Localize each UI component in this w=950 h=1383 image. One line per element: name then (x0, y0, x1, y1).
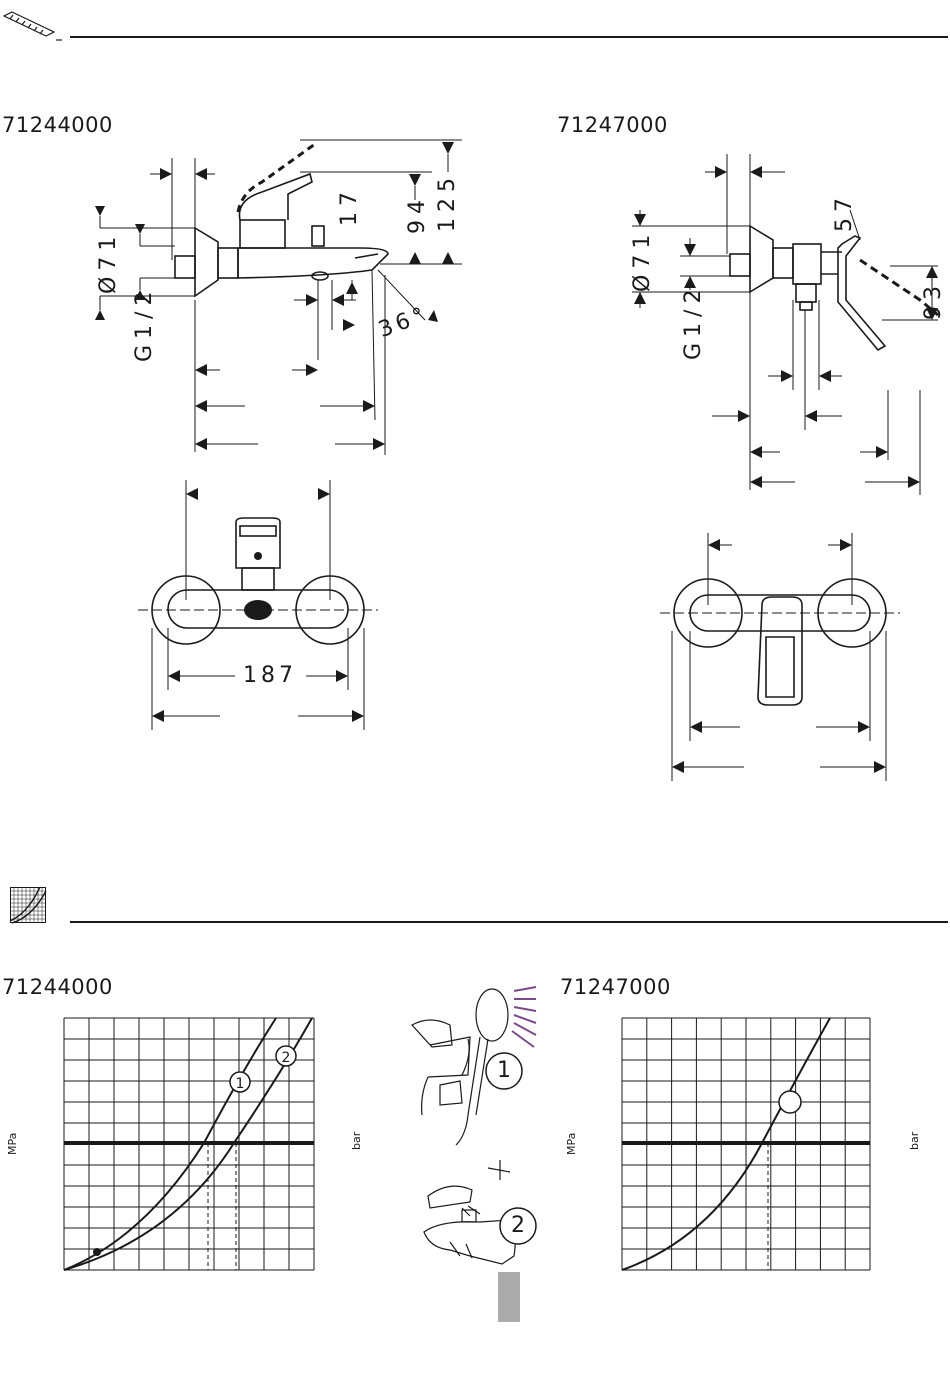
flow-chart-left: 12 (64, 1018, 316, 1272)
illustration-bath-spout (410, 1160, 540, 1325)
dim-label-g12-left: G1/2 (132, 286, 157, 362)
model-number-right: 71247000 (557, 113, 668, 137)
dim-label-g12-right: G1/2 (681, 284, 706, 360)
curve-label-1: 1 (236, 1076, 245, 1092)
ylabel-mpa-left: MPa (6, 1133, 19, 1155)
ruler-icon (2, 2, 62, 42)
ylabel-mpa-right: MPa (565, 1133, 578, 1155)
side-view-drawing-right (620, 140, 950, 500)
callout-1-label: 1 (497, 1058, 511, 1083)
side-view-drawing-left (0, 130, 480, 480)
dim-label-125: 125 (435, 172, 460, 232)
callout-2-label: 2 (511, 1213, 525, 1238)
curve-marker (779, 1091, 801, 1113)
ylabel-bar-left: bar (350, 1132, 363, 1150)
dim-label-57: 57 (832, 192, 857, 232)
dim-label-93: 93 (921, 280, 946, 320)
front-view-drawing-left (130, 480, 390, 740)
flow-diagram-icon (10, 887, 46, 923)
dim-label-94: 94 (405, 194, 430, 234)
illustration-shower-outlet (410, 985, 540, 1150)
curve-start-point (93, 1248, 101, 1256)
flow-chart-right (622, 1018, 872, 1272)
dim-label-d71-left: Ø71 (96, 231, 121, 294)
ylabel-bar-right: bar (908, 1132, 921, 1150)
dim-label-width-187: 187 (243, 663, 297, 688)
dim-label-17: 17 (337, 186, 362, 226)
front-view-drawing-right (650, 525, 910, 795)
section-rule-dimensions (70, 36, 948, 38)
flow-model-right: 71247000 (560, 975, 671, 999)
flow-model-left: 71244000 (2, 975, 113, 999)
section-rule-flow (70, 921, 948, 923)
dim-label-d71-right: Ø71 (630, 229, 655, 292)
curve-label-2: 2 (282, 1050, 291, 1066)
